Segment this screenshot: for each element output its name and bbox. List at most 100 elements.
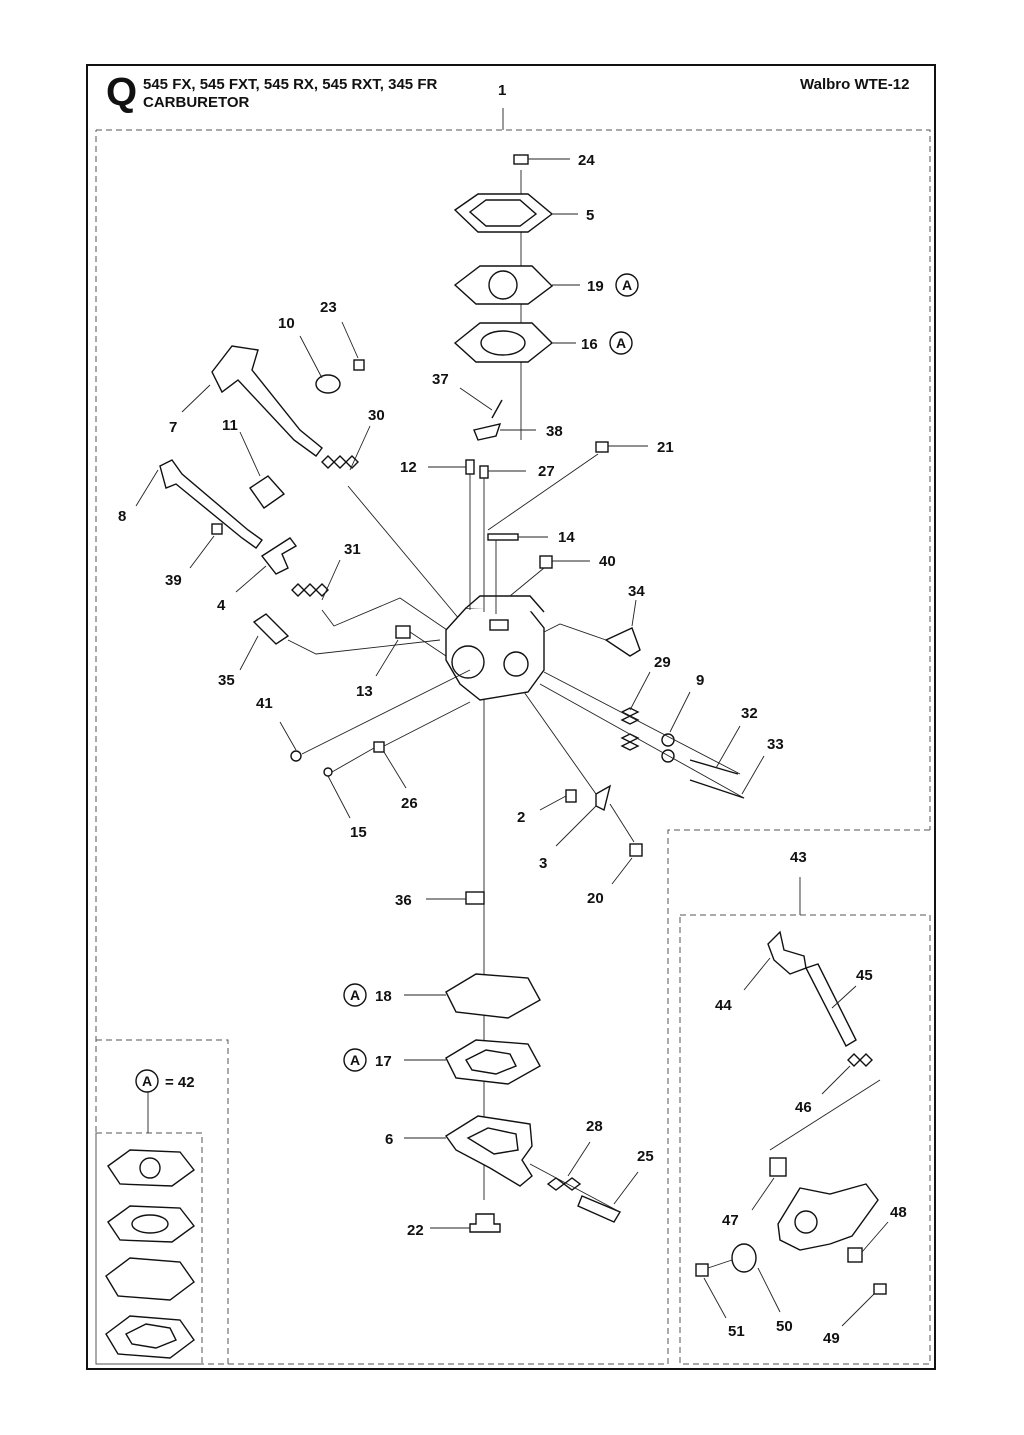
lever-38: [473, 423, 536, 441]
svg-text:A: A: [350, 987, 360, 1003]
model-list: 545 FX, 545 FXT, 545 RX, 545 RXT, 345 FR: [143, 76, 438, 93]
kit-part-metering-gasket: [105, 1315, 195, 1359]
ring-9: [661, 691, 691, 747]
callout-8: 8: [118, 508, 126, 525]
kit-part-metering-diaphragm: [105, 1257, 195, 1301]
callout-24: 24: [578, 152, 595, 169]
callout-4: 4: [217, 597, 226, 614]
drawing-frame: [86, 64, 936, 1370]
callout-40: 40: [599, 553, 616, 570]
screw-2: [539, 789, 577, 811]
callout-30: 30: [368, 407, 385, 424]
callout-28: 28: [586, 1118, 603, 1135]
screw-22: [430, 1213, 501, 1233]
callout-20: 20: [587, 890, 604, 907]
metering-diaphragm-18: [404, 973, 541, 1019]
kit-marker-18: A: [343, 983, 367, 1007]
screw-23: [341, 321, 365, 371]
filter-screen-36: [426, 891, 485, 905]
spring-31: [291, 559, 451, 633]
needle-12: [428, 459, 475, 610]
lever-4: [235, 537, 298, 593]
callout-38: 38: [546, 423, 563, 440]
kit-parts-box: [95, 1132, 203, 1365]
choke-valve-50: [731, 1243, 781, 1313]
callout-43: 43: [790, 849, 807, 866]
choke-housing: [777, 1183, 879, 1251]
spring-46: [769, 1053, 881, 1151]
screw-26: [373, 701, 471, 789]
bushing-47: [751, 1157, 787, 1211]
ball-41: [279, 669, 471, 762]
carburetor-model: Walbro WTE-12: [800, 76, 910, 93]
callout-5: 5: [586, 207, 594, 224]
fitting-34: [543, 599, 641, 657]
screw-21: [487, 441, 648, 531]
callout-33: 33: [767, 736, 784, 753]
callout-47: 47: [722, 1212, 739, 1229]
svg-text:A: A: [350, 1052, 360, 1068]
callout-10: 10: [278, 315, 295, 332]
callout-35: 35: [218, 672, 235, 689]
pump-diaphragm-19: [453, 265, 580, 305]
pin-14: [487, 533, 548, 614]
callout-39: 39: [165, 572, 182, 589]
kit-legend-label: = 42: [165, 1074, 195, 1091]
callout-22: 22: [407, 1222, 424, 1239]
subassembly-43-box: [679, 914, 931, 1365]
spring-29: [620, 671, 651, 725]
callout-11: 11: [222, 417, 238, 434]
callout-23: 23: [320, 299, 337, 316]
callout-49: 49: [823, 1330, 840, 1347]
screw-20: [609, 803, 643, 885]
screw-49: [841, 1283, 887, 1327]
pin-35: [239, 613, 441, 671]
throttle-shaft-7: [181, 345, 323, 457]
pump-cover-5: [453, 193, 578, 233]
bushing-48: [847, 1221, 889, 1263]
callout-1: 1: [498, 82, 506, 99]
spring-28: [546, 1141, 591, 1191]
callout-37: 37: [432, 371, 449, 388]
pin-37: [459, 387, 503, 419]
kit-marker-16: A: [609, 331, 633, 355]
kit-marker-19: A: [615, 273, 639, 297]
screw-24: [513, 154, 570, 165]
page-title: CARBURETOR: [143, 94, 250, 111]
callout-46: 46: [795, 1099, 812, 1116]
needle-33: [689, 755, 765, 799]
callout-41: 41: [256, 695, 273, 712]
callout-14: 14: [558, 529, 575, 546]
svg-text:A: A: [616, 335, 626, 351]
plug-13: [375, 625, 447, 677]
callout-31: 31: [344, 541, 361, 558]
callout-17: 17: [375, 1053, 392, 1070]
callout-3: 3: [539, 855, 547, 872]
svg-text:A: A: [142, 1073, 152, 1089]
callout-21: 21: [657, 439, 674, 456]
callout-34: 34: [628, 583, 645, 600]
callout-13: 13: [356, 683, 373, 700]
callout-19: 19: [587, 278, 604, 295]
plug-40: [509, 555, 590, 597]
callout-48: 48: [890, 1204, 907, 1221]
callout-15: 15: [350, 824, 367, 841]
carburetor-body: [445, 595, 545, 701]
callout-51: 51: [728, 1323, 745, 1340]
screw-25: [529, 1163, 639, 1223]
callout-26: 26: [401, 795, 418, 812]
spring-30: [321, 425, 461, 621]
callout-12: 12: [400, 459, 417, 476]
throttle-valve-10: [299, 335, 341, 394]
needle-32: [689, 725, 741, 775]
section-letter: Q: [106, 70, 138, 114]
choke-valve-11: [239, 431, 286, 509]
callout-45: 45: [856, 967, 873, 984]
callout-6: 6: [385, 1131, 393, 1148]
kit-part-diaphragm: [107, 1149, 195, 1187]
callout-29: 29: [654, 654, 671, 671]
callout-44: 44: [715, 997, 732, 1014]
lever-3: [523, 691, 612, 847]
callout-27: 27: [538, 463, 555, 480]
